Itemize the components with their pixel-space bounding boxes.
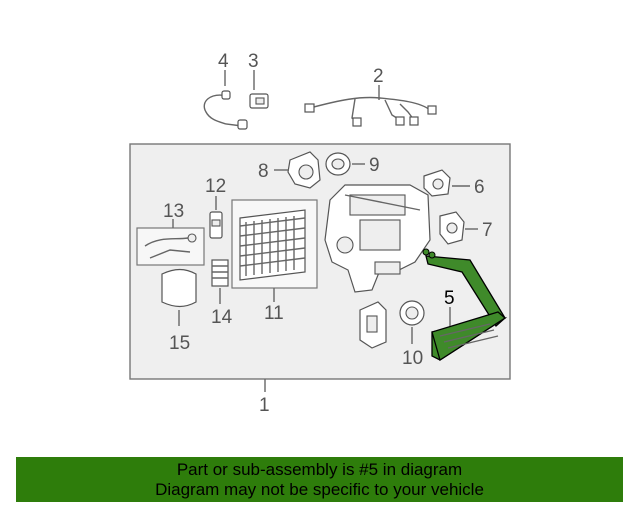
callout-14: 14 — [211, 307, 233, 328]
part-2-wire-harness[interactable] — [304, 96, 437, 127]
info-banner: Part or sub-assembly is #5 in diagram Di… — [16, 457, 623, 502]
callout-1: 1 — [259, 395, 270, 416]
parts-diagram: 1 4 3 2 8 9 — [129, 51, 511, 416]
callout-3: 3 — [248, 51, 259, 72]
part-3-connector[interactable] — [249, 93, 269, 109]
bracket[interactable] — [359, 301, 387, 349]
pipe-group-box — [136, 227, 205, 266]
banner-line-2: Diagram may not be specific to your vehi… — [155, 480, 484, 499]
part-10-gasket[interactable] — [399, 300, 425, 326]
part-6-actuator[interactable] — [423, 169, 451, 197]
hvac-housing[interactable] — [324, 184, 431, 293]
banner-line-1: Part or sub-assembly is #5 in diagram — [176, 460, 463, 479]
part-7-actuator[interactable] — [439, 211, 465, 245]
callout-9: 9 — [369, 155, 380, 176]
callout-5: 5 — [444, 288, 455, 309]
callout-15: 15 — [169, 333, 190, 354]
part-12-valve[interactable] — [209, 211, 223, 239]
part-14-filter[interactable] — [211, 259, 229, 287]
part-5-heater-core[interactable] — [422, 248, 508, 362]
callout-13: 13 — [163, 201, 184, 222]
callout-10: 10 — [402, 348, 423, 369]
callout-6: 6 — [474, 177, 485, 198]
callout-2: 2 — [373, 66, 384, 87]
part-4-hose[interactable] — [203, 90, 248, 130]
callout-7: 7 — [482, 220, 493, 241]
part-8-motor[interactable] — [287, 151, 321, 189]
part-15-pad[interactable] — [161, 268, 197, 308]
part-11-evaporator[interactable] — [239, 209, 306, 281]
callout-8: 8 — [258, 161, 269, 182]
callout-12: 12 — [205, 176, 226, 197]
callout-4: 4 — [218, 51, 229, 72]
part-13-pipe[interactable] — [144, 233, 197, 259]
callout-11: 11 — [264, 303, 284, 324]
part-9-fan[interactable] — [325, 152, 351, 176]
